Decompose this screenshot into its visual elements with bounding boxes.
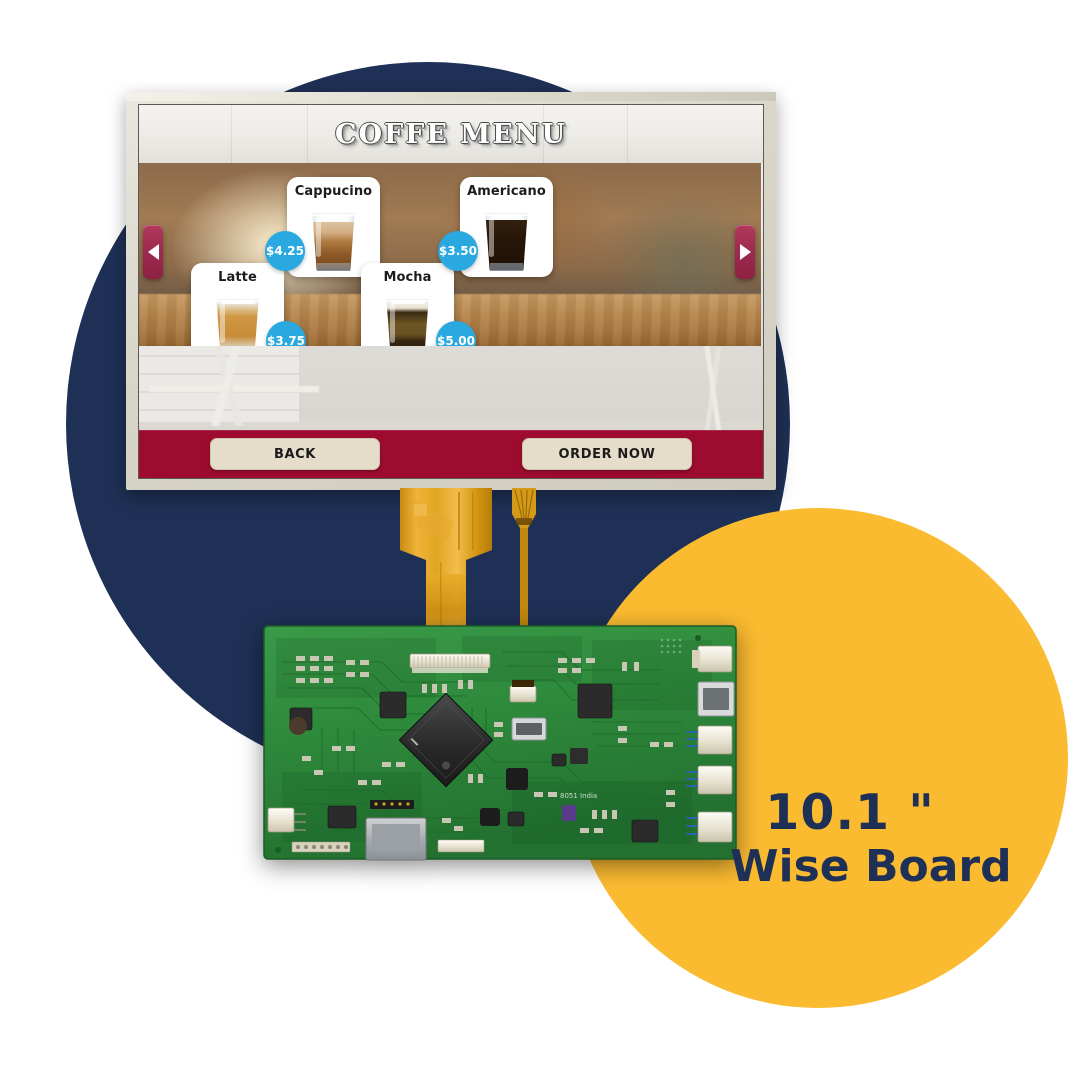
menu-panel: Cappucino $4.25 Americano — [139, 163, 761, 346]
menu-header: COFFE MENU — [139, 105, 763, 163]
coffee-glass-icon — [310, 213, 358, 271]
product-name: Cappucino — [294, 184, 373, 199]
lcd-monitor: COFFE MENU Cappucino — [126, 92, 776, 490]
price-badge[interactable]: $3.75 — [266, 321, 306, 346]
product-name: Mocha — [383, 270, 432, 285]
price-badge[interactable]: $4.25 — [265, 231, 305, 271]
coffee-glass-icon — [214, 299, 262, 346]
cafe-chairs — [149, 336, 319, 426]
product-card-mocha[interactable]: Mocha $5.00 — [361, 263, 476, 346]
lvds-ribbon-cable — [396, 488, 496, 638]
cafe-chairs-right — [669, 346, 759, 432]
pcb-silkscreen: 8051 India — [560, 792, 597, 800]
screen-size-label: 10.1 " — [765, 784, 935, 841]
page-title: COFFE MENU — [334, 119, 568, 150]
product-name: Latte — [218, 270, 257, 285]
product-name: Americano — [467, 184, 546, 199]
product-card-latte[interactable]: Latte $3.75 — [191, 263, 306, 346]
product-card-cappucino[interactable]: Cappucino $4.25 — [265, 177, 380, 277]
price-badge[interactable]: $5.00 — [436, 321, 476, 346]
product-caption: 10.1 " Wise Board — [730, 784, 1012, 892]
product-name-label: Wise Board — [730, 840, 1012, 892]
driver-board-pcb: 8051 India — [262, 622, 740, 865]
touch-ribbon-cable — [510, 488, 538, 638]
chevron-left-icon[interactable] — [143, 225, 163, 279]
back-button[interactable]: BACK — [210, 438, 380, 470]
chevron-right-icon[interactable] — [735, 225, 755, 279]
order-now-button[interactable]: ORDER NOW — [522, 438, 692, 470]
action-bar: BACK ORDER NOW — [139, 430, 763, 478]
lcd-screen[interactable]: COFFE MENU Cappucino — [138, 104, 764, 479]
price-badge[interactable]: $3.50 — [438, 231, 478, 271]
coffee-glass-icon — [384, 299, 432, 346]
coffee-glass-icon — [483, 213, 531, 271]
product-card-americano[interactable]: Americano $3.50 — [438, 177, 553, 277]
